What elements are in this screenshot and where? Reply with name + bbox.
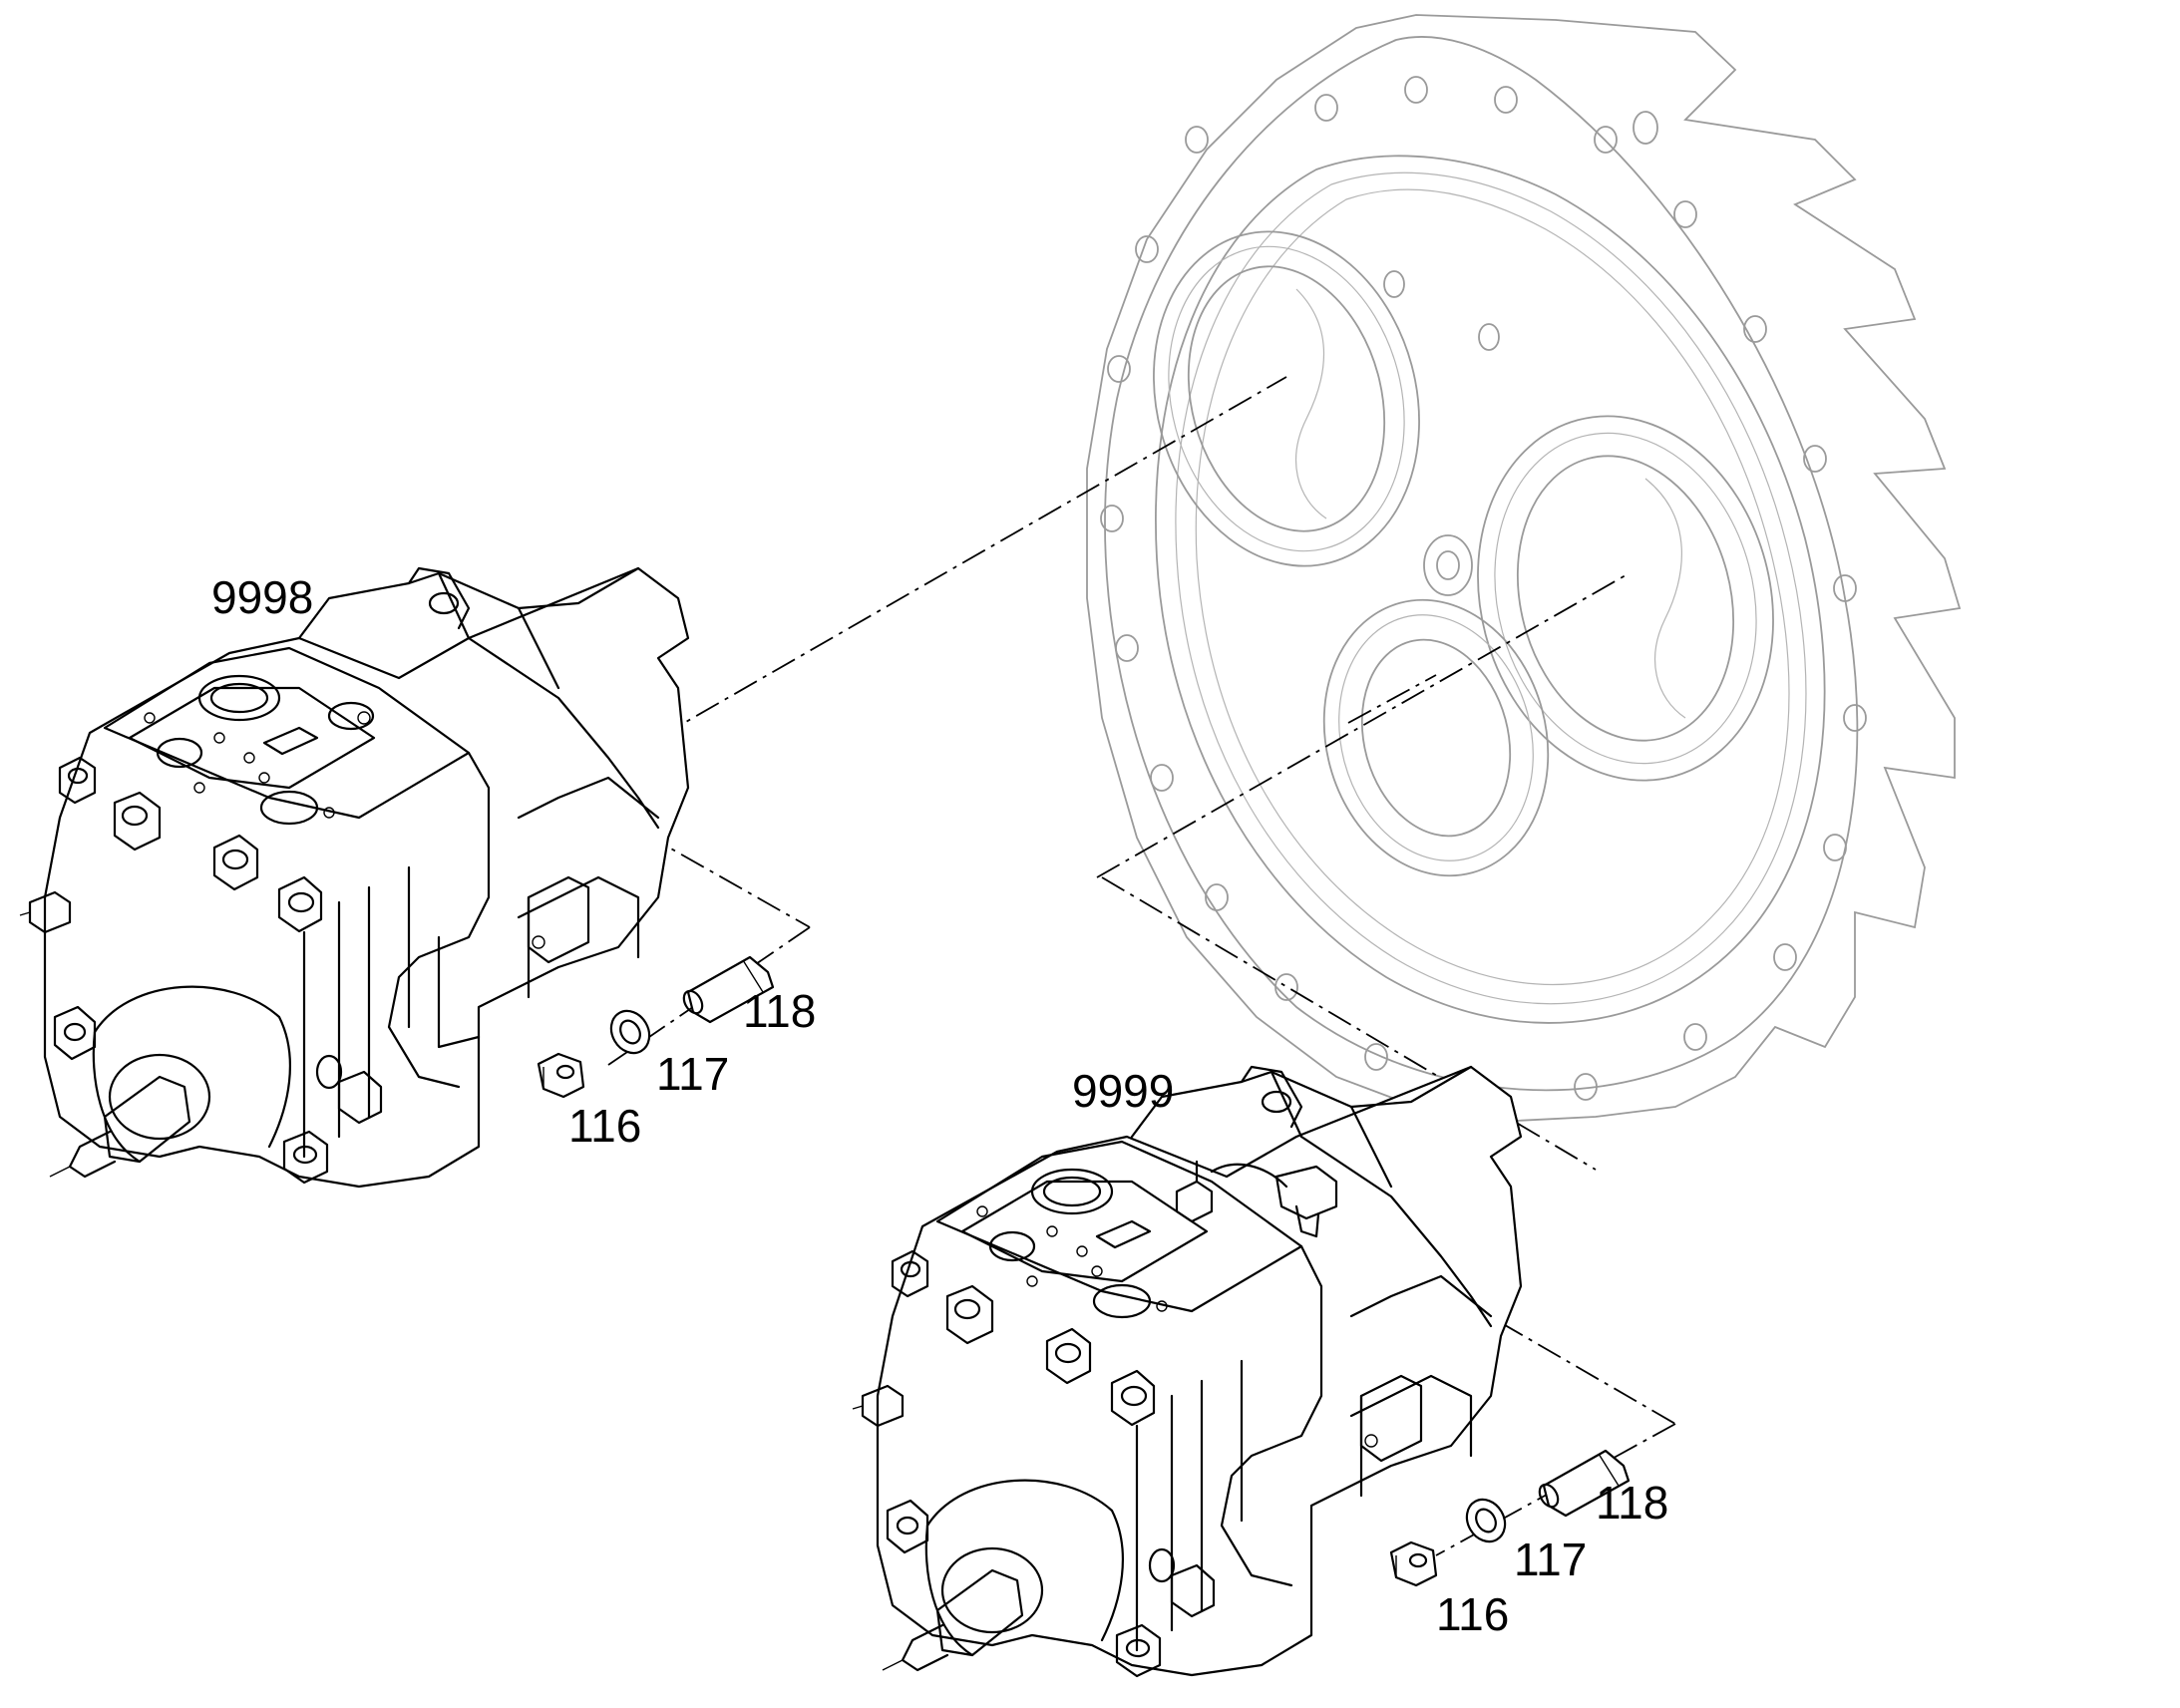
- dowel-pin-118-b: [1538, 1449, 1631, 1518]
- label-washer-117-b: 117: [1514, 1534, 1587, 1585]
- washer-117-a: [609, 1009, 651, 1055]
- label-pin-118-b: 118: [1596, 1477, 1668, 1529]
- parts-set-9999: [1389, 1449, 1631, 1587]
- motor-a-bolts: [53, 756, 383, 1185]
- housing-center-boss: [1423, 534, 1473, 596]
- dowel-pin-118-a: [682, 955, 775, 1024]
- housing-bore-upper: [1153, 230, 1420, 567]
- housing-bore-lower: [1322, 598, 1550, 877]
- label-washer-117-a: 117: [656, 1048, 729, 1100]
- washer-117-b: [1465, 1498, 1507, 1543]
- housing-bore-right: [1477, 415, 1774, 782]
- speed-sensor: [1175, 1160, 1338, 1238]
- hydraulic-motor-9998: [19, 566, 690, 1189]
- gearbox-housing: [1086, 14, 1962, 1123]
- label-motor-9999: 9999: [1072, 1065, 1174, 1117]
- label-nut-116-a: 116: [568, 1100, 641, 1152]
- label-nut-116-b: 116: [1436, 1588, 1509, 1640]
- motor-b-bolts: [886, 1249, 1216, 1678]
- housing-bolt-holes: [1100, 76, 1867, 1101]
- hex-nut-116-b: [1389, 1540, 1438, 1587]
- label-motor-9998: 9998: [211, 571, 313, 623]
- hex-nut-116-a: [537, 1052, 585, 1099]
- hydraulic-motor-9999: [852, 1065, 1523, 1678]
- label-pin-118-a: 118: [743, 985, 816, 1037]
- parts-set-9998: [537, 955, 775, 1099]
